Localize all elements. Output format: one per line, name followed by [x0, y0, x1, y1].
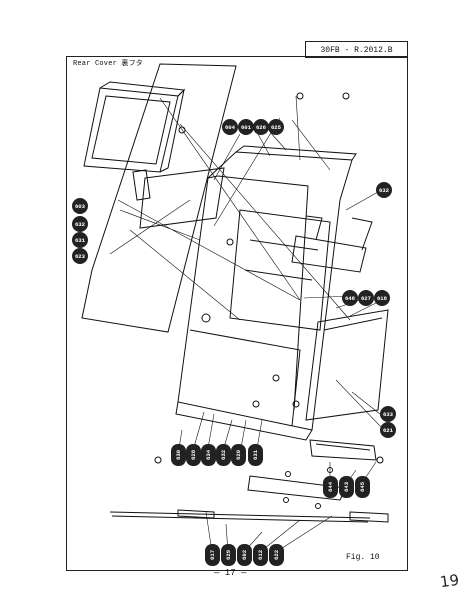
- page-number: — 17 —: [214, 568, 247, 578]
- callout-644: 644: [323, 476, 338, 498]
- callout-648: 648: [342, 290, 358, 306]
- callout-603: 603: [72, 198, 88, 214]
- bottom-rail: [309, 439, 377, 461]
- callout-617: 617: [205, 544, 220, 566]
- callout-632-bottom: 632: [216, 444, 231, 466]
- callout-627: 627: [358, 290, 374, 306]
- callout-621: 621: [380, 422, 396, 438]
- callout-630: 630: [171, 444, 186, 466]
- figure-title: Rear Cover 裏フタ: [73, 60, 144, 68]
- callout-632-right: 632: [376, 182, 392, 198]
- callout-622: 622: [269, 544, 284, 566]
- callout-618: 618: [374, 290, 390, 306]
- callout-643: 643: [339, 476, 354, 498]
- long-rod: [109, 511, 371, 519]
- side-panel: [305, 309, 389, 421]
- callout-633: 633: [380, 406, 396, 422]
- callout-602: 602: [237, 544, 252, 566]
- rear-cover-panel: [81, 63, 237, 333]
- callout-625: 625: [268, 119, 284, 135]
- callout-631-bottom: 631: [248, 444, 263, 466]
- callout-632-left: 632: [72, 216, 88, 232]
- callout-612: 612: [253, 544, 268, 566]
- figure-label: Fig. 10: [346, 553, 380, 562]
- callout-628: 628: [186, 444, 201, 466]
- callout-620: 620: [231, 444, 246, 466]
- callout-634: 634: [201, 444, 216, 466]
- document-code: 30FB - R.2012.B: [305, 41, 408, 58]
- callout-631-left: 631: [72, 232, 88, 248]
- callout-601: 601: [238, 119, 254, 135]
- callout-604: 604: [222, 119, 238, 135]
- callout-626: 626: [253, 119, 269, 135]
- callout-645: 645: [355, 476, 370, 498]
- handwritten-page-mark: 19: [438, 570, 461, 592]
- callout-623: 623: [72, 248, 88, 264]
- figure-frame: [66, 56, 408, 571]
- callout-629: 629: [221, 544, 236, 566]
